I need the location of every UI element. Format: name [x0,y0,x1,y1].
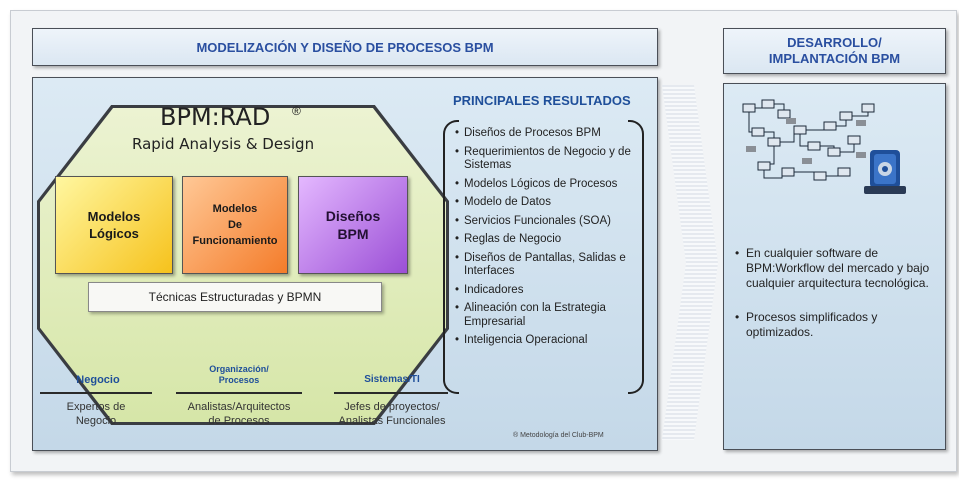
role-text-line: de Procesos [208,415,270,427]
card-modelos-funcionamiento: Modelos De Funcionamiento [182,176,288,274]
techniques-label: Técnicas Estructuradas y BPMN [148,290,322,304]
role-heading-line: Negocio [76,374,120,386]
results-item: Diseños de Procesos BPM [455,127,643,141]
registered-mark: ® [292,104,301,118]
role-heading-line: Organización/ [209,364,269,374]
role-divider [40,392,152,394]
card-label-line: De [227,219,243,231]
role-organizacion-text: Analistas/Arquitectos de Procesos [172,400,306,428]
results-title: PRINCIPALES RESULTADOS [453,93,631,108]
implementation-list: En cualquier software de BPM:Workflow de… [735,246,935,359]
role-text-line: Negocio [75,415,117,427]
implementation-title-line2: IMPLANTACIÓN BPM [768,51,901,66]
implementation-item: En cualquier software de BPM:Workflow de… [735,246,935,291]
results-item: Reglas de Negocio [455,233,643,247]
modeling-header: MODELIZACIÓN Y DISEÑO DE PROCESOS BPM [32,28,658,66]
role-text-line: Expertos de [66,401,126,413]
card-label-line: Modelos [87,209,141,224]
role-negocio-heading: Negocio [48,374,148,386]
role-text-line: Jefes de proyectos/ [344,401,440,413]
role-heading-line: Procesos [218,375,260,385]
modeling-title: MODELIZACIÓN Y DISEÑO DE PROCESOS BPM [196,39,494,55]
card-label-line: Lógicos [89,226,139,241]
card-label-line: Modelos [212,203,258,215]
methodology-footnote: ® Metodología del Club-BPM [513,432,604,439]
bpm-rad-title: BPM:RAD [160,103,271,131]
role-divider [176,392,302,394]
results-list: Diseños de Procesos BPM Requerimientos d… [455,127,643,353]
role-text-line: Analistas/Arquitectos [187,401,291,413]
results-item: Indicadores [455,284,643,298]
bpm-rad-subtitle: Rapid Analysis & Design [132,135,315,153]
motor-gear-icon [864,150,906,194]
implementation-item: Procesos simplificados y optimizados. [735,310,935,340]
role-sistemas-heading: Sistemas/TI [336,374,448,385]
chevron-arrow-icon [662,85,718,440]
role-text-line: Analistas Funcionales [338,415,446,427]
results-item: Diseños de Pantallas, Salidas e Interfac… [455,252,643,279]
role-organizacion-heading: Organización/ Procesos [176,364,302,386]
results-item: Servicios Funcionales (SOA) [455,215,643,229]
role-negocio-text: Expertos de Negocio [40,400,152,428]
results-item: Inteligencia Operacional [455,334,643,348]
card-disenos-bpm: Diseños BPM [298,176,408,274]
results-item: Alineación con la Estrategia Empresarial [455,302,643,329]
card-modelos-logicos: Modelos Lógicos [55,176,173,274]
results-item: Modelo de Datos [455,196,643,210]
role-heading-line: Sistemas/TI [364,374,420,385]
results-item: Requerimientos de Negocio y de Sistemas [455,146,643,173]
techniques-bar: Técnicas Estructuradas y BPMN [88,282,382,312]
role-sistemas-text: Jefes de proyectos/ Analistas Funcionale… [330,400,454,428]
card-label-line: Diseños [325,208,381,224]
implementation-header: DESARROLLO/ IMPLANTACIÓN BPM [723,28,946,74]
left-bracket [443,120,459,394]
results-item: Modelos Lógicos de Procesos [455,178,643,192]
role-divider [334,392,448,394]
card-label-line: BPM [337,226,369,242]
implementation-title-line1: DESARROLLO/ [787,35,882,50]
workflow-diagram-icon [742,99,906,194]
card-label-line: Funcionamiento [192,235,278,247]
